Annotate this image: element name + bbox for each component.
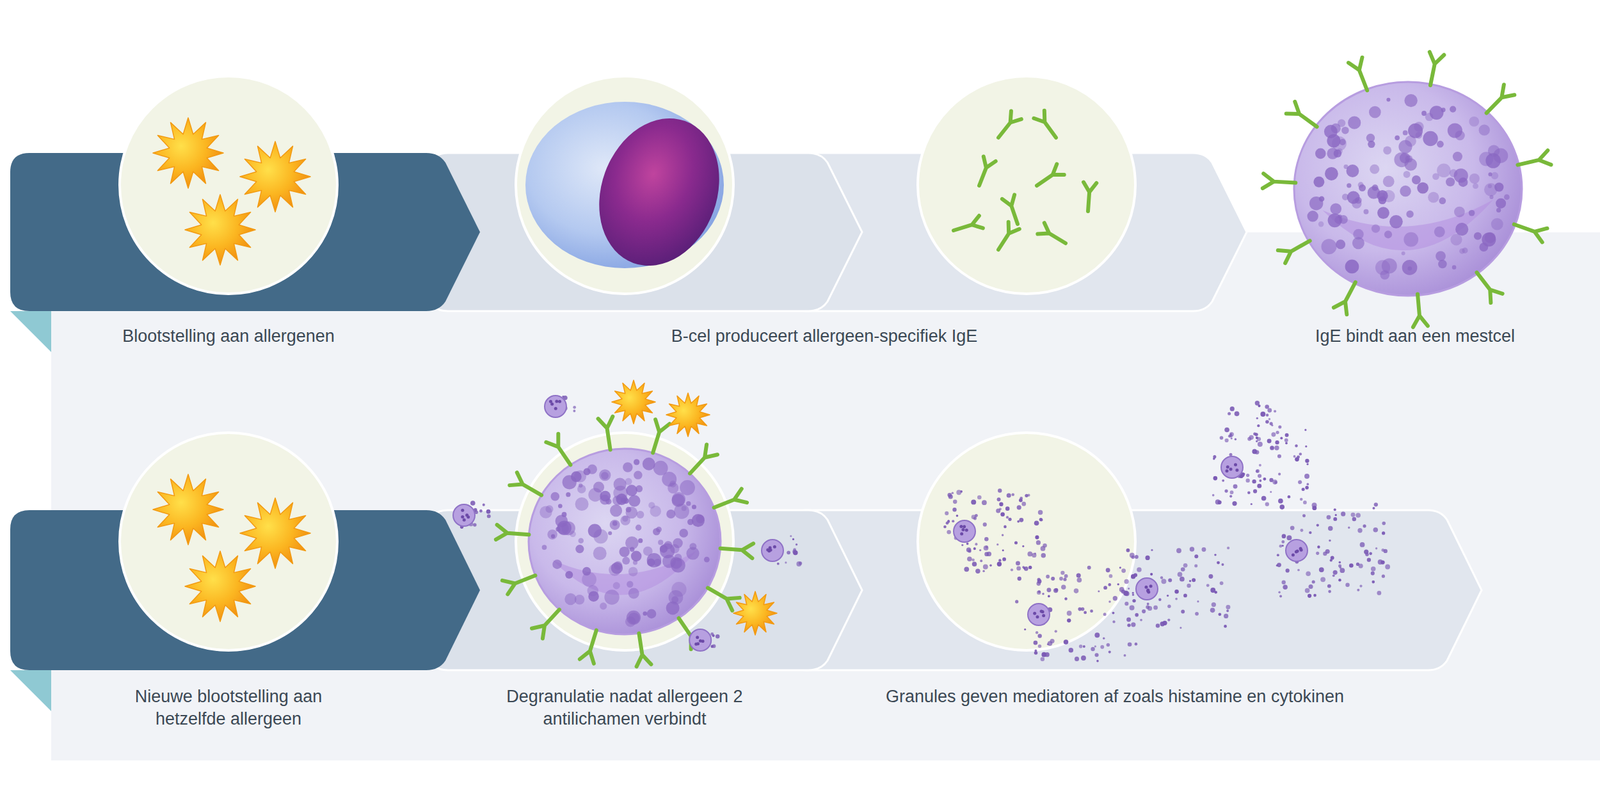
step-caption: Granules geven mediatoren af zoals hista… xyxy=(885,685,1344,708)
ige-antibody xyxy=(953,215,984,231)
ige-antibody xyxy=(1037,222,1066,244)
ige-antibody xyxy=(720,543,754,559)
step-circle xyxy=(917,432,1136,651)
ige-antibody xyxy=(707,587,740,610)
released-mediators xyxy=(1015,565,1138,663)
caption-text: Blootstelling aan allergenen xyxy=(122,325,335,348)
released-mediators xyxy=(943,488,1048,574)
allergen-star xyxy=(666,392,710,437)
allergen-star xyxy=(152,474,224,545)
ige-antibody xyxy=(998,222,1020,250)
ige-antibody xyxy=(1514,224,1548,242)
released-mediators xyxy=(544,395,576,418)
caption-text: Granules geven mediatoren af zoals hista… xyxy=(885,685,1344,708)
ige-antibody xyxy=(1517,150,1551,166)
allergen-star xyxy=(611,380,656,424)
ige-antibody xyxy=(714,488,748,508)
ige-antibody xyxy=(496,524,530,540)
ige-antibody xyxy=(1413,293,1428,328)
b-cell-nucleus xyxy=(579,101,740,283)
step-caption: IgE bindt aan een mestcel xyxy=(1315,325,1515,348)
step-circle xyxy=(119,76,338,294)
cell-nucleus xyxy=(1322,199,1494,251)
ige-antibody xyxy=(579,630,597,664)
ribbon-fold xyxy=(10,670,52,712)
ige-antibody xyxy=(652,419,670,453)
released-mediators xyxy=(1212,427,1310,507)
step-caption: B-cel produceert allergeen-specifiek IgE xyxy=(671,325,978,348)
allergen-star xyxy=(152,117,224,189)
step-circle xyxy=(515,432,734,651)
ige-antibody xyxy=(1286,101,1318,127)
degranulating-mast-cell xyxy=(528,448,721,635)
caption-text: Nieuwe blootstelling aan hetzelfde aller… xyxy=(113,685,344,731)
ige-antibody xyxy=(1278,240,1311,264)
ige-antibody xyxy=(979,156,996,186)
ige-antibody xyxy=(598,416,614,450)
ribbon-fold xyxy=(10,311,52,352)
released-mediators xyxy=(1227,400,1282,443)
allergen-star xyxy=(240,497,311,569)
released-mediators xyxy=(761,535,802,567)
mast-cell xyxy=(1294,81,1522,296)
ige-antibody xyxy=(1262,173,1296,189)
caption-text: B-cel produceert allergeen-specifiek IgE xyxy=(671,325,978,348)
ige-antibody xyxy=(1033,110,1056,138)
released-mediators xyxy=(1124,546,1231,629)
allergen-star xyxy=(184,551,256,622)
ige-antibody xyxy=(1333,282,1356,315)
released-mediators xyxy=(453,500,491,529)
caption-text: IgE bindt aan een mestcel xyxy=(1315,325,1515,348)
ige-antibody xyxy=(509,472,542,495)
step-caption: Degranulatie nadat allergeen 2 antilicha… xyxy=(496,685,753,731)
allergen-star xyxy=(184,194,256,265)
ige-antibody xyxy=(1348,57,1368,91)
ige-antibody xyxy=(1486,84,1515,113)
ige-antibody xyxy=(1036,163,1065,186)
ige-antibody xyxy=(531,609,560,639)
step-caption: Nieuwe blootstelling aan hetzelfde aller… xyxy=(113,685,344,731)
step-circle xyxy=(119,432,338,651)
allergen-star xyxy=(240,141,311,212)
ige-antibody xyxy=(636,632,652,667)
ige-antibody xyxy=(1083,182,1097,212)
ige-antibody xyxy=(1002,194,1018,224)
released-mediators xyxy=(689,629,720,651)
step-circle xyxy=(917,76,1136,294)
ige-antibody xyxy=(1476,272,1503,303)
caption-text: Degranulatie nadat allergeen 2 antilicha… xyxy=(496,685,753,731)
ige-antibody xyxy=(689,444,718,474)
ige-antibody xyxy=(545,433,571,465)
granule-dots xyxy=(539,457,710,628)
released-mediators xyxy=(1276,502,1391,598)
ige-antibody xyxy=(998,111,1022,138)
step-caption: Blootstelling aan allergenen xyxy=(122,325,335,348)
ige-antibody xyxy=(1429,51,1445,86)
granule-dots xyxy=(1306,94,1510,280)
ige-antibody xyxy=(502,575,536,594)
allergen-star xyxy=(733,591,777,635)
